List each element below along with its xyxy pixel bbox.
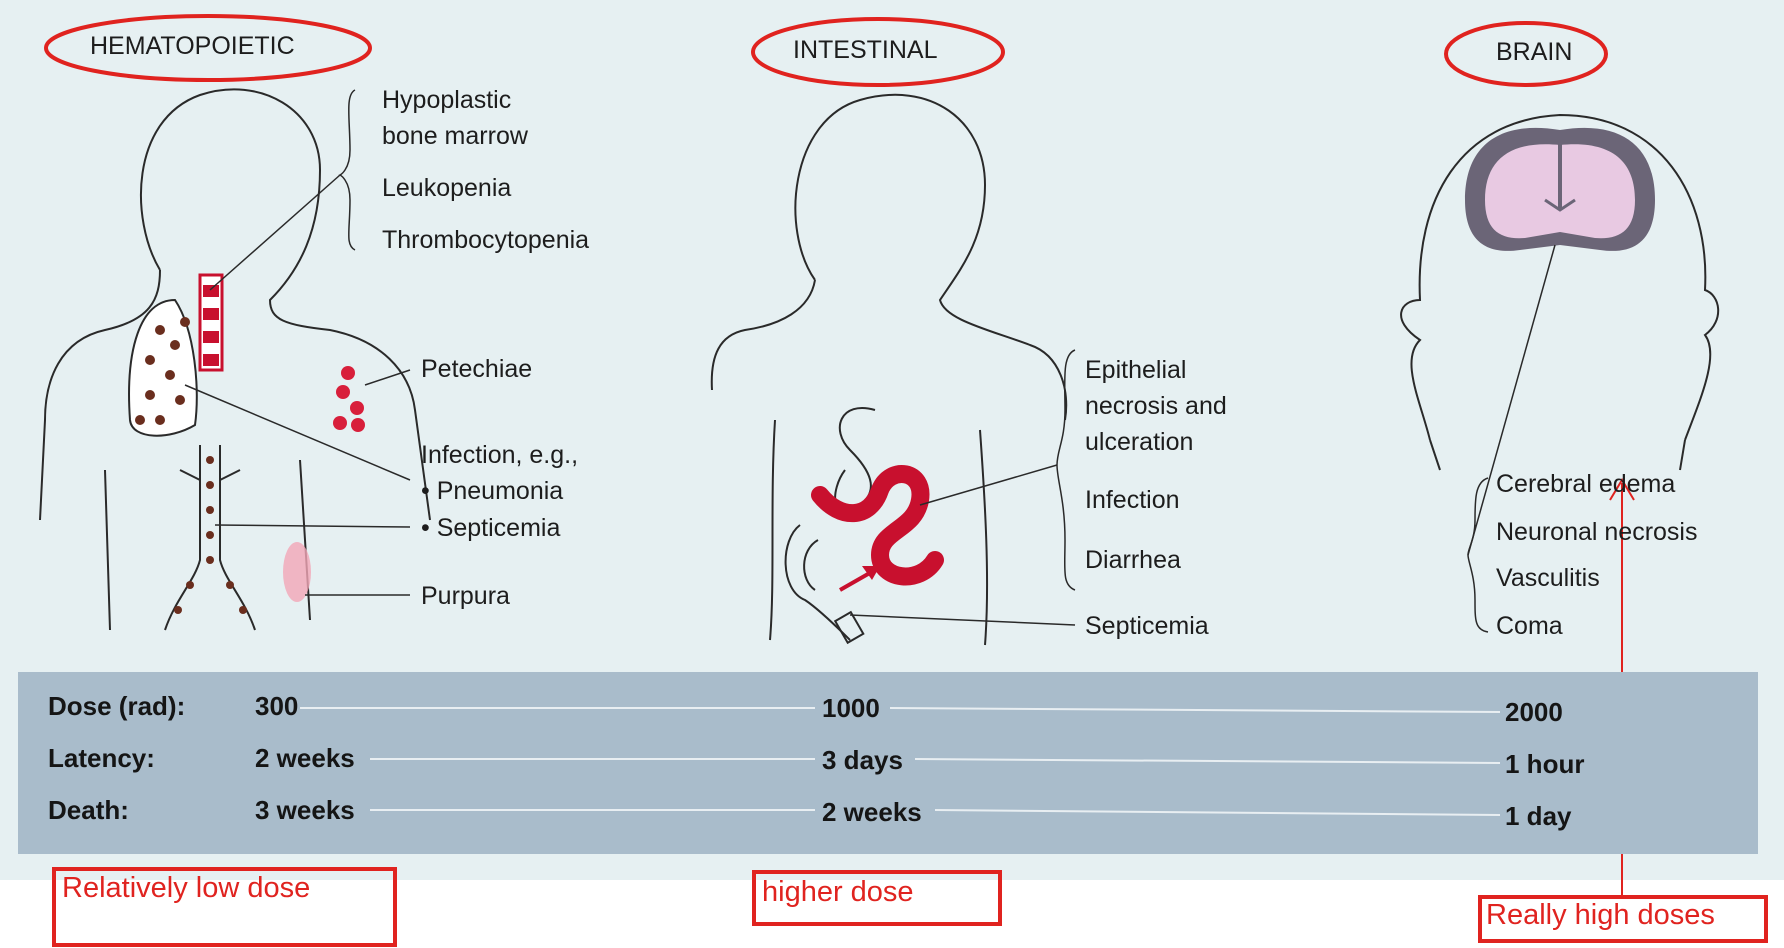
death-intestinal-value: 2 weeks [822, 797, 922, 828]
latency-row-label: Latency: [48, 743, 155, 774]
dose-row-label: Dose (rad): [48, 691, 185, 722]
death-brain-value: 1 day [1505, 801, 1572, 832]
annotation-low-dose: Relatively low dose [62, 872, 310, 905]
latency-intestinal-value: 3 days [822, 745, 903, 776]
annotation-higher-dose: higher dose [762, 876, 914, 909]
latency-brain-value: 1 hour [1505, 749, 1584, 780]
annotation-really-high-doses: Really high doses [1486, 899, 1715, 932]
dose-hemato-value: 300 [255, 691, 298, 722]
dose-intestinal-value: 1000 [822, 693, 880, 724]
death-hemato-value: 3 weeks [255, 795, 355, 826]
dose-brain-value: 2000 [1505, 697, 1563, 728]
death-row-label: Death: [48, 795, 129, 826]
latency-hemato-value: 2 weeks [255, 743, 355, 774]
